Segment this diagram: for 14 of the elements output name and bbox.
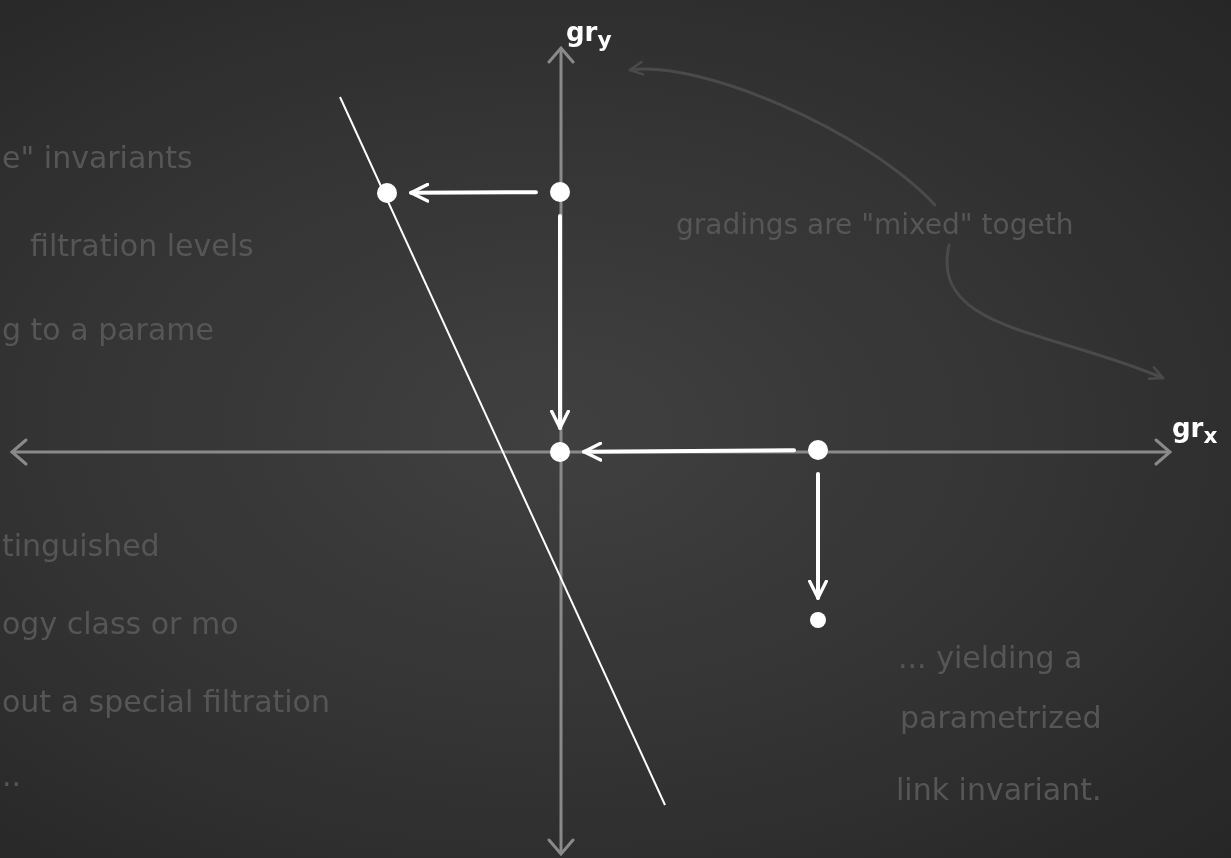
- arrow: [550, 214, 570, 430]
- arrow: [409, 182, 538, 203]
- dot-marker: [377, 183, 397, 203]
- axis-label: gr$_{y}$: [566, 16, 612, 55]
- dot-marker: [810, 612, 826, 628]
- curved-arrow: [628, 61, 937, 207]
- arrow: [582, 441, 796, 462]
- curved-arrow: [945, 243, 1165, 381]
- dot-marker: [550, 442, 570, 462]
- axis-label: gr$_{x}$: [1172, 412, 1218, 451]
- dot-marker: [550, 182, 570, 202]
- arrow: [808, 472, 828, 600]
- dot-marker: [808, 440, 828, 460]
- background-note: ..: [2, 758, 22, 794]
